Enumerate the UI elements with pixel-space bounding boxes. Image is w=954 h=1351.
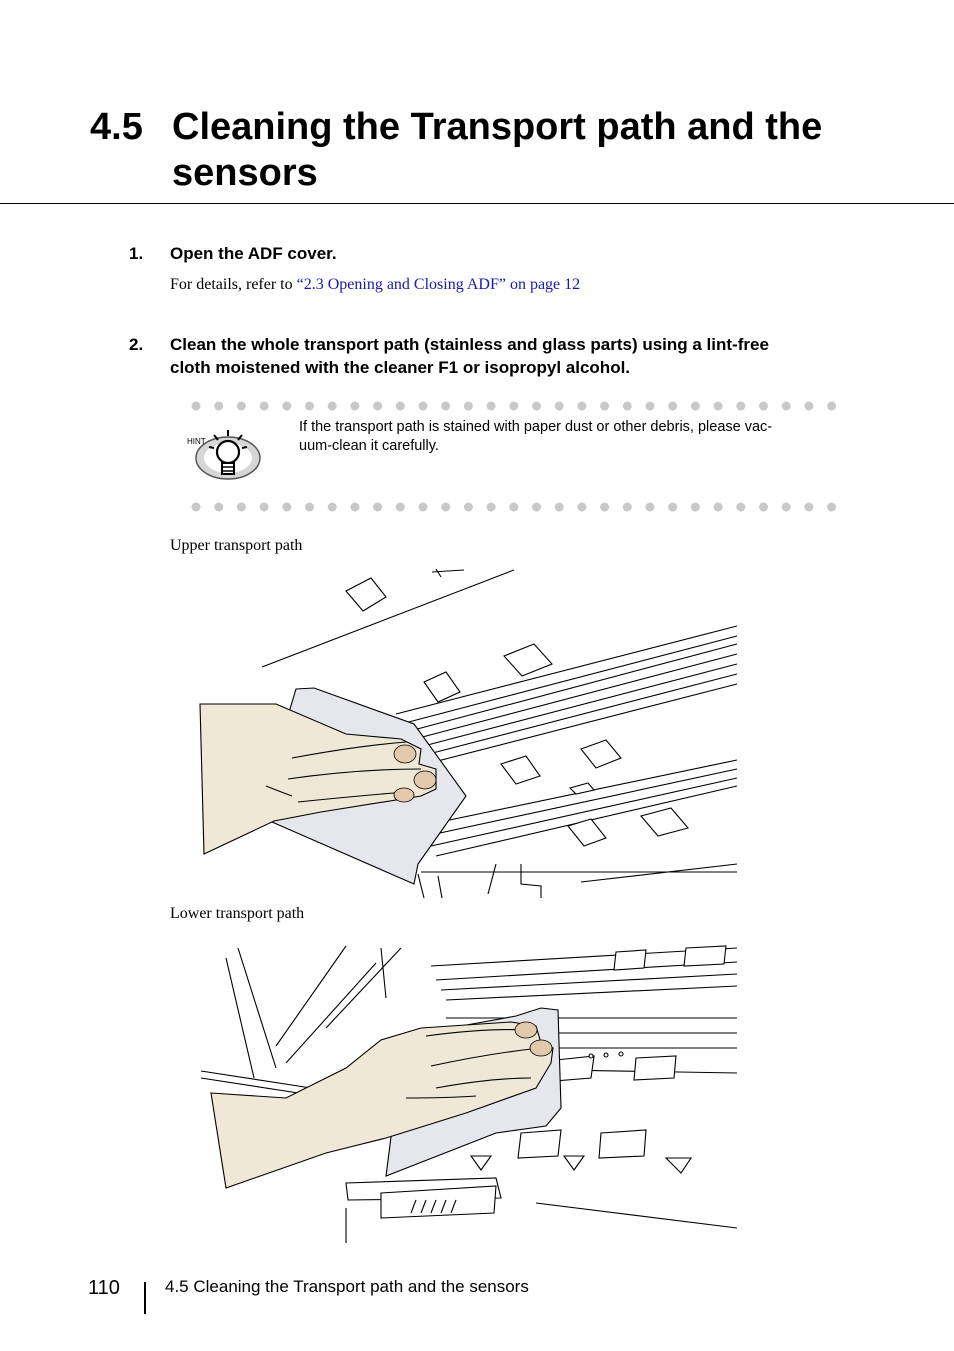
dot [214,502,224,512]
dot [418,401,428,411]
dot [645,401,655,411]
dot [736,502,746,512]
step-1-detail: For details, refer to “2.3 Opening and C… [170,275,580,295]
dot [191,401,201,411]
dot [463,401,473,411]
upper-figure-caption: Upper transport path [170,537,303,554]
dot [668,401,678,411]
dot [827,502,836,512]
dot [781,401,791,411]
dot [645,502,655,512]
step-2-text-line-2: cloth moistened with the cleaner F1 or i… [170,358,631,377]
hint-text-line-2: uum-clean it carefully. [299,438,439,454]
dot [554,401,564,411]
dot [554,502,564,512]
hint-icon [186,418,264,488]
dot [532,401,541,411]
hint-icon-label: HINT [187,437,206,446]
dot [622,502,632,512]
footer-divider [144,1282,146,1314]
dot [759,401,768,411]
dot [373,502,383,512]
dot [418,502,428,512]
footer-section-title: 4.5 Cleaning the Transport path and the … [165,1277,529,1296]
dot [486,502,496,512]
dot [713,502,723,512]
step-1-number: 1. [129,244,144,263]
dot [804,401,814,411]
dot [282,401,292,411]
dot [827,401,836,411]
dot [395,401,405,411]
section-number: 4.5 [90,106,143,148]
dot [509,502,519,512]
hint-bottom-dotted-rule [186,501,836,513]
page-title: Cleaning the Transport path and the sens… [172,106,823,194]
lower-transport-path-illustration [196,938,741,1243]
dot [509,401,519,411]
dot [259,401,269,411]
dot [577,401,587,411]
dot [327,401,337,411]
page-number: 110 [88,1277,120,1299]
hint-text-line-1: If the transport path is stained with pa… [299,419,773,435]
step-2-text-line-1: Clean the whole transport path (stainles… [170,335,769,354]
dot [236,502,246,512]
dot [236,401,246,411]
hint-top-dotted-rule [186,400,836,412]
dot [327,502,337,512]
dot [781,502,791,512]
dot [305,401,314,411]
dot [395,502,405,512]
step-1-detail-prefix: For details, refer to [170,276,297,293]
lower-figure-caption: Lower transport path [170,905,305,922]
dot [736,401,746,411]
step-1-text: Open the ADF cover. [170,244,337,263]
upper-transport-path-illustration [196,564,741,898]
dot [191,502,201,512]
dot [804,502,814,512]
dot [690,401,700,411]
dot [259,502,269,512]
dot [759,502,768,512]
dot [713,401,723,411]
dot [690,502,700,512]
dot [441,502,451,512]
dot [622,401,632,411]
dot [600,401,610,411]
dot [668,502,678,512]
dot [441,401,451,411]
heading-divider [0,203,954,204]
dot [373,401,383,411]
dot [282,502,292,512]
dot [305,502,314,512]
dot [532,502,541,512]
dot [600,502,610,512]
dot [486,401,496,411]
dot [214,401,224,411]
dot [577,502,587,512]
dot [463,502,473,512]
dot [350,502,360,512]
step-2-number: 2. [129,335,144,354]
step-1-detail-link[interactable]: “2.3 Opening and Closing ADF” on page 12 [296,276,581,293]
dot [350,401,360,411]
